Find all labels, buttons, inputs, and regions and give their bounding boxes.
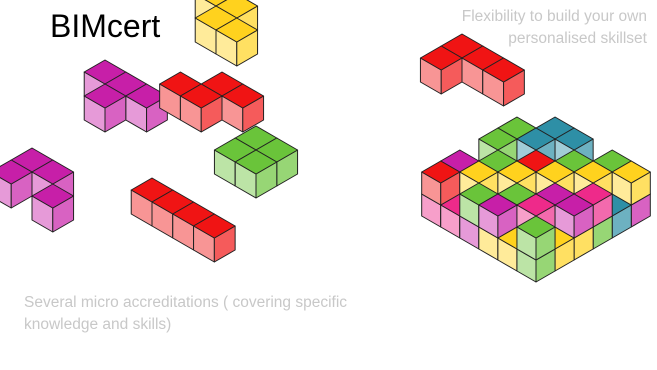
cube-face-top [193, 213, 236, 239]
cube-face-top [179, 83, 223, 109]
cube-face-top [482, 57, 525, 83]
magenta-l-piece [0, 147, 75, 233]
red-floating-piece [419, 33, 525, 107]
cube-face-top [221, 83, 265, 109]
red-i-piece [130, 177, 236, 263]
page-title: BIMcert [50, 8, 161, 44]
cube-face-top [215, 17, 259, 43]
magenta-t-piece [83, 59, 168, 133]
red-s-piece [159, 71, 265, 133]
cube-face-top [419, 45, 463, 71]
cube-face-top [234, 149, 278, 175]
green-square-piece [213, 125, 299, 199]
combined-skill-stack [421, 116, 651, 283]
cube-face-top [31, 183, 75, 209]
yellow-s-piece [194, 0, 259, 67]
cube-face-top [478, 193, 518, 217]
cube-face-top [516, 215, 556, 239]
cube-face-top [611, 160, 651, 184]
cube-face-top [0, 159, 33, 185]
cube-face-top [83, 83, 127, 109]
flexibility-caption: Flexibility to build your own personalis… [461, 8, 647, 47]
cube-face-top [421, 160, 461, 184]
cube-face-top [554, 193, 594, 217]
micro-accreditations-caption: Several micro accreditations ( covering … [24, 294, 348, 333]
